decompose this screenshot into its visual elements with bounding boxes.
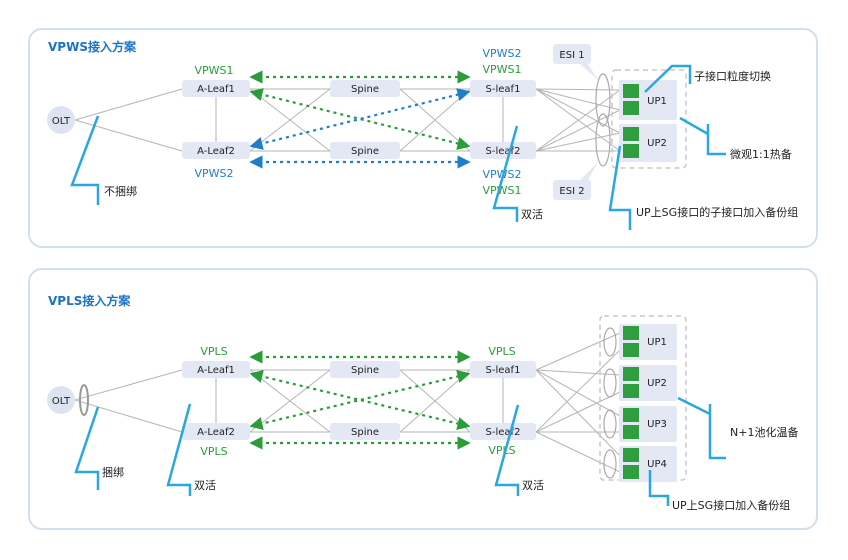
vpls-callouts bbox=[74, 396, 726, 506]
vpls-up1-label: UP1 bbox=[647, 337, 667, 348]
vpls-s-leaf1-label: S-leaf1 bbox=[486, 365, 521, 376]
callout-hot-standby: 微观1:1热备 bbox=[730, 147, 792, 161]
vpls-up-group-box bbox=[599, 315, 687, 481]
up1-port-a bbox=[623, 84, 639, 98]
vpls-s-leaf1-node bbox=[470, 361, 536, 378]
vpls-a-leaf1-tag: VPLS bbox=[200, 345, 227, 358]
spine-top-label: Spine bbox=[351, 84, 379, 95]
up-group-box bbox=[611, 69, 687, 169]
vpls-callout-bound: 捆绑 bbox=[102, 465, 124, 479]
vpls-up4-label: UP4 bbox=[647, 459, 667, 470]
esi2-ellipse bbox=[595, 113, 611, 167]
a-leaf2-node bbox=[182, 142, 250, 159]
spine-bottom-node bbox=[330, 142, 400, 159]
up1-label: UP1 bbox=[647, 96, 667, 107]
a-leaf1-label: A-Leaf1 bbox=[197, 84, 235, 95]
up2-port-a bbox=[623, 127, 639, 141]
vpls-a-leaf1-label: A-Leaf1 bbox=[197, 365, 235, 376]
vpls-callout-pool: N+1池化温备 bbox=[730, 425, 798, 439]
up2-label: UP2 bbox=[647, 138, 667, 149]
vpls-up3-label: UP3 bbox=[647, 419, 667, 430]
callout-backup-group: UP上SG接口的子接口加入备份组 bbox=[636, 205, 798, 219]
vpls-a-leaf2-tag: VPLS bbox=[200, 445, 227, 458]
esi2-box bbox=[553, 180, 591, 200]
up2-port-b bbox=[623, 144, 639, 158]
s-leaf1-label: S-leaf1 bbox=[486, 84, 521, 95]
vpls-callout-dual-left: 双活 bbox=[194, 479, 216, 492]
spine-bottom-label: Spine bbox=[351, 146, 379, 157]
vpls-a-leaf1-node bbox=[182, 361, 250, 378]
vpws-panel-title: VPWS接入方案 bbox=[48, 40, 136, 54]
s-leaf2-node bbox=[470, 142, 536, 159]
s-leaf2-tag-top: VPWS2 bbox=[482, 168, 521, 181]
olt-bundle-ellipse bbox=[79, 384, 89, 416]
vpls-spine-bottom-node bbox=[330, 423, 400, 440]
callout-unbound: 不捆绑 bbox=[104, 184, 137, 198]
vpws-links bbox=[74, 88, 621, 152]
vpls-panel-title: VPLS接入方案 bbox=[48, 294, 131, 308]
up1-port-b bbox=[623, 101, 639, 115]
vpls-tunnels bbox=[249, 350, 471, 450]
vpls-spine-top-node bbox=[330, 361, 400, 378]
olt-node-vpls bbox=[47, 386, 75, 414]
esi1-ellipse bbox=[595, 73, 611, 127]
vpws-tunnels bbox=[249, 70, 471, 169]
esi2-label: ESI 2 bbox=[559, 186, 584, 197]
s-leaf1-tag-bottom: VPWS1 bbox=[482, 63, 521, 76]
vpls-callout-dual-right: 双活 bbox=[522, 479, 544, 492]
vpls-spine-bottom-label: Spine bbox=[351, 427, 379, 438]
olt-label-vpls: OLT bbox=[52, 396, 71, 407]
a-leaf1-tag: VPWS1 bbox=[194, 64, 233, 77]
vpls-s-leaf2-label: S-leaf2 bbox=[486, 427, 521, 438]
callout-dual-active: 双活 bbox=[521, 208, 543, 221]
esi1-label: ESI 1 bbox=[559, 50, 584, 61]
vpls-spine-top-label: Spine bbox=[351, 365, 379, 376]
vpls-lag-ellipses bbox=[603, 327, 617, 479]
esi1-box bbox=[553, 44, 591, 64]
a-leaf1-node bbox=[182, 80, 250, 97]
vpls-a-leaf2-node bbox=[182, 423, 250, 440]
vpls-up2-label: UP2 bbox=[647, 378, 667, 389]
a-leaf2-label: A-Leaf2 bbox=[197, 146, 235, 157]
vpls-s-leaf2-node bbox=[470, 423, 536, 440]
vpls-s-leaf2-tag: VPLS bbox=[488, 444, 515, 457]
olt-label: OLT bbox=[52, 116, 71, 127]
olt-node bbox=[47, 106, 75, 134]
vpls-a-leaf2-label: A-Leaf2 bbox=[197, 427, 235, 438]
callout-subif-switch: 子接口粒度切换 bbox=[694, 69, 771, 83]
spine-top-node bbox=[330, 80, 400, 97]
vpls-s-leaf1-tag: VPLS bbox=[488, 345, 515, 358]
a-leaf2-tag: VPWS2 bbox=[194, 167, 233, 180]
vpls-callout-backup-group: UP上SG接口加入备份组 bbox=[672, 498, 790, 512]
vpws-callouts bbox=[70, 64, 726, 230]
s-leaf2-label: S-leaf2 bbox=[486, 146, 521, 157]
s-leaf1-node bbox=[470, 80, 536, 97]
s-leaf2-tag-bottom: VPWS1 bbox=[482, 184, 521, 197]
s-leaf1-tag-top: VPWS2 bbox=[482, 47, 521, 60]
vpls-up-nodes bbox=[619, 324, 677, 482]
